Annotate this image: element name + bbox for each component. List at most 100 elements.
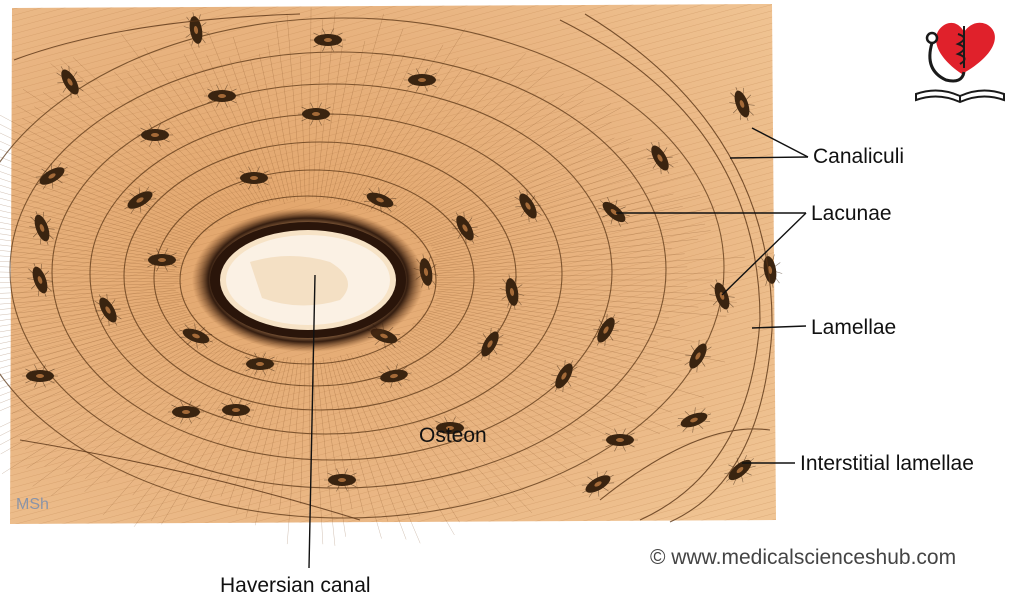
canaliculus-line: [0, 171, 195, 241]
canaliculus-line: [245, 356, 289, 518]
canaliculus-line: [34, 106, 220, 225]
canaliculus-line: [0, 280, 179, 283]
canaliculus-line: [316, 361, 336, 546]
canaliculus-line: [115, 86, 241, 212]
lacuna: [94, 293, 122, 327]
lacuna: [242, 352, 278, 376]
canaliculus-line: [0, 333, 208, 446]
lacuna: [29, 210, 55, 246]
canaliculus-line: [132, 65, 252, 211]
canaliculus-line: [0, 309, 186, 356]
lacuna: [236, 166, 272, 190]
lacuna: [56, 65, 84, 99]
canaliculus-line: [357, 352, 460, 504]
lacuna: [204, 84, 240, 108]
canaliculus-line: [394, 82, 596, 221]
canaliculus-line: [0, 244, 182, 266]
canaliculus-line: [337, 28, 404, 201]
canaliculus-line: [0, 148, 198, 234]
canaliculus-line: [0, 239, 185, 264]
canaliculus-line: [0, 318, 190, 382]
canaliculus-line: [354, 28, 466, 205]
canaliculus-line: [50, 63, 232, 216]
canaliculus-line: [373, 53, 526, 212]
canaliculus-line: [279, 362, 299, 510]
canaliculus-line: [84, 344, 240, 492]
lacuna: [218, 398, 254, 422]
canaliculus-line: [198, 356, 271, 499]
canaliculus-line: [0, 329, 205, 428]
canaliculus-line: [0, 227, 183, 260]
canaliculus-line: [0, 322, 195, 396]
canaliculus-line: [329, 357, 382, 539]
label-canaliculi: Canaliculi: [813, 145, 905, 168]
canaliculus-line: [398, 338, 593, 466]
lacuna: [404, 68, 440, 92]
canaliculus-line: [382, 344, 529, 472]
canaliculus-line: [42, 92, 223, 220]
lacuna: [22, 364, 58, 388]
canaliculus-line: [0, 255, 176, 270]
canaliculus-line: [377, 69, 524, 213]
canaliculus-line: [435, 223, 706, 263]
lacuna: [324, 468, 360, 492]
canaliculus-line: [79, 98, 231, 219]
canaliculus-line: [327, 362, 364, 514]
canaliculus-line: [355, 356, 460, 523]
canaliculus-line: [0, 132, 207, 232]
canaliculus-line: [427, 310, 682, 376]
canaliculus-line: [429, 301, 658, 343]
canaliculus-line: [409, 332, 624, 445]
canaliculus-line: [337, 358, 407, 540]
label-interstitial-lamellae: Interstitial lamellae: [800, 452, 974, 475]
lamella-ring: [153, 169, 475, 387]
canaliculus-line: [24, 337, 212, 450]
canaliculus-line: [434, 299, 695, 342]
canaliculus-line: [438, 288, 699, 308]
canaliculus-line: [22, 118, 214, 227]
canaliculus-line: [133, 352, 257, 527]
canaliculus-line: [0, 197, 190, 249]
canaliculus-line: [0, 191, 188, 246]
canaliculus-line: [22, 88, 218, 220]
canaliculus-line: [397, 341, 567, 459]
lacuna: [123, 186, 157, 214]
canaliculus-line: [430, 172, 696, 247]
canaliculus-line: [32, 340, 228, 487]
lamella-ring: [179, 195, 437, 365]
canaliculus-line: [412, 322, 670, 430]
lacuna: [183, 12, 209, 48]
lacuna: [499, 274, 525, 310]
lacuna: [676, 407, 712, 433]
canaliculus-line: [267, 42, 296, 203]
canaliculus-line: [121, 34, 254, 209]
canaliculus-line: [0, 250, 181, 269]
lacuna: [684, 339, 712, 373]
canaliculus-line: [402, 334, 576, 437]
canaliculus-line: [365, 352, 467, 482]
canaliculus-line: [359, 70, 462, 210]
canaliculus-line: [437, 284, 708, 295]
canaliculus-line: [51, 344, 231, 497]
canaliculus-line: [435, 272, 744, 279]
canaliculus-line: [326, 40, 366, 200]
canaliculus-line: [411, 139, 595, 230]
leader-lines: [308, 127, 809, 569]
canaliculus-line: [402, 107, 621, 228]
lacuna: [514, 189, 542, 223]
canaliculus-line: [0, 178, 197, 244]
copyright-notice: © www.medicalscienceshub.com: [650, 546, 957, 569]
lacuna: [451, 211, 479, 245]
canaliculus-line: [410, 138, 632, 236]
lacunae-group: [22, 12, 783, 498]
canaliculus-line: [0, 334, 213, 455]
canaliculus-line: [435, 248, 672, 270]
canaliculus-line: [436, 304, 726, 363]
canaliculus-line: [0, 314, 196, 376]
lacuna: [137, 123, 173, 147]
canaliculus-line: [434, 290, 727, 317]
canaliculus-line: [312, 358, 324, 545]
canaliculus-line: [11, 326, 204, 414]
lacuna: [27, 262, 53, 298]
canaliculus-line: [16, 105, 215, 224]
